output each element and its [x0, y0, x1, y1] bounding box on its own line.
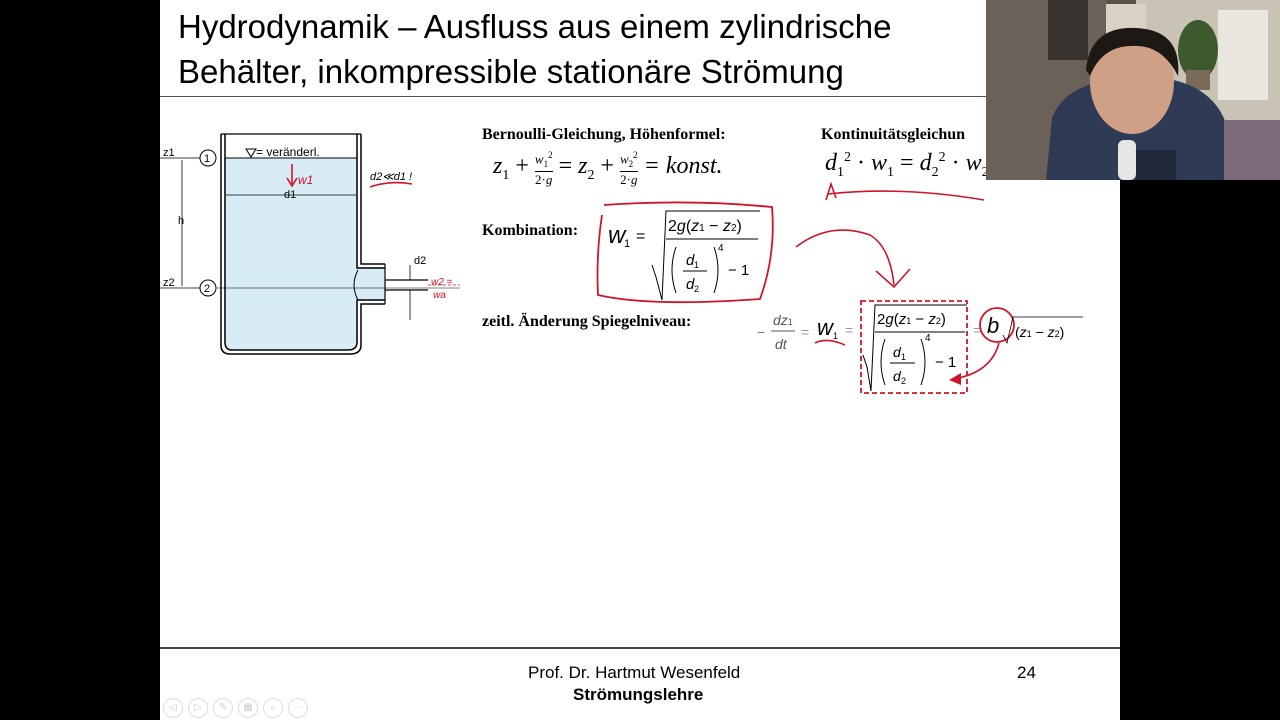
footer-author: Prof. Dr. Hartmut Wesenfeld — [528, 663, 741, 682]
svg-text:2: 2 — [694, 284, 699, 294]
annotation-ratio: d2≪d1 ! — [370, 171, 412, 183]
spiegel-label: zeitl. Änderung Spiegelniveau: — [482, 313, 692, 330]
footer-divider — [160, 647, 1120, 649]
bernoulli-equation: z1 + w12 2·g = z2 + w22 2·g = konst. — [493, 149, 723, 188]
svg-text:1: 1 — [833, 331, 838, 341]
tank-diagram: z1 z2 h 1 2 = veränderl. w1 d1 d2 w2 = w… — [160, 133, 460, 355]
slide-title: Hydrodynamik – Ausfluss aus einem zylind… — [178, 8, 892, 90]
svg-text:1: 1 — [694, 260, 699, 270]
label-w2: w2 = — [431, 277, 453, 288]
svg-text:dz1: dz1 — [773, 312, 793, 328]
svg-text:(z1 − z2): (z1 − z2) — [1015, 324, 1064, 340]
svg-text:b: b — [987, 313, 999, 338]
continuity-equation: d12 · w1 = d22 · w2 — [825, 150, 989, 180]
svg-text:dt: dt — [775, 336, 788, 352]
page-number: 24 — [1017, 663, 1036, 682]
kontinuitaet-label: Kontinuitätsgleichun — [821, 126, 966, 143]
point-1-label: 1 — [204, 153, 210, 165]
svg-text:4: 4 — [925, 333, 931, 344]
svg-text:w: w — [608, 222, 627, 249]
svg-text:=: = — [845, 322, 853, 338]
svg-text:− 1: − 1 — [728, 262, 749, 279]
svg-text:2g(z1 − z2): 2g(z1 − z2) — [877, 311, 946, 328]
label-z2: z2 — [163, 277, 175, 289]
svg-text:4: 4 — [718, 243, 724, 254]
kombination-formula: w 1 = 2g(z1 − z2) d 1 d 2 4 − 1 — [596, 201, 774, 304]
ink-continuity-arrow — [825, 181, 985, 201]
bernoulli-rhs: = konst. — [643, 153, 723, 179]
svg-text:−: − — [757, 324, 765, 340]
svg-text:− 1: − 1 — [935, 354, 956, 371]
slide: Hydrodynamik – Ausfluss aus einem zylind… — [160, 0, 1120, 720]
prev-icon[interactable]: ◁ — [163, 698, 183, 718]
pen-icon[interactable]: ✎ — [213, 698, 233, 718]
webcam-video — [986, 0, 1280, 180]
next-icon[interactable]: ▷ — [188, 698, 208, 718]
footer-subject: Strömungslehre — [573, 685, 704, 704]
surface-note: = veränderl. — [256, 145, 320, 159]
label-wa: wa — [433, 290, 446, 301]
spiegel-formula: − dz1 dt = w 1 = 2g(z1 − z2) d 1 d 2 4 −… — [757, 300, 1083, 394]
title-divider — [160, 96, 1120, 97]
label-w1: w1 — [298, 173, 313, 187]
label-z1: z1 — [163, 147, 175, 159]
point-2-label: 2 — [204, 283, 210, 295]
svg-text:d: d — [893, 344, 902, 360]
svg-text:2g(z1 − z2): 2g(z1 − z2) — [668, 218, 742, 235]
svg-text:1: 1 — [901, 352, 906, 362]
svg-text:=: = — [636, 228, 645, 245]
label-d1: d1 — [284, 189, 296, 201]
svg-text:d: d — [893, 368, 902, 384]
svg-text:=: = — [801, 324, 809, 340]
svg-text:w: w — [817, 315, 835, 340]
svg-text:d: d — [686, 252, 695, 269]
svg-text:1: 1 — [624, 238, 630, 250]
label-h: h — [178, 215, 184, 227]
kombination-label: Kombination: — [482, 222, 579, 239]
more-icon[interactable]: ⋯ — [288, 698, 308, 718]
svg-text:d: d — [686, 276, 695, 293]
bernoulli-label: Bernoulli-Gleichung, Höhenformel: — [482, 126, 726, 143]
label-d2: d2 — [414, 255, 426, 267]
ink-arrow-curve — [795, 229, 911, 289]
svg-text:=: = — [973, 322, 981, 338]
svg-text:2: 2 — [901, 376, 906, 386]
zoom-icon[interactable]: ⌕ — [263, 698, 283, 718]
slides-icon[interactable]: ▦ — [238, 698, 258, 718]
